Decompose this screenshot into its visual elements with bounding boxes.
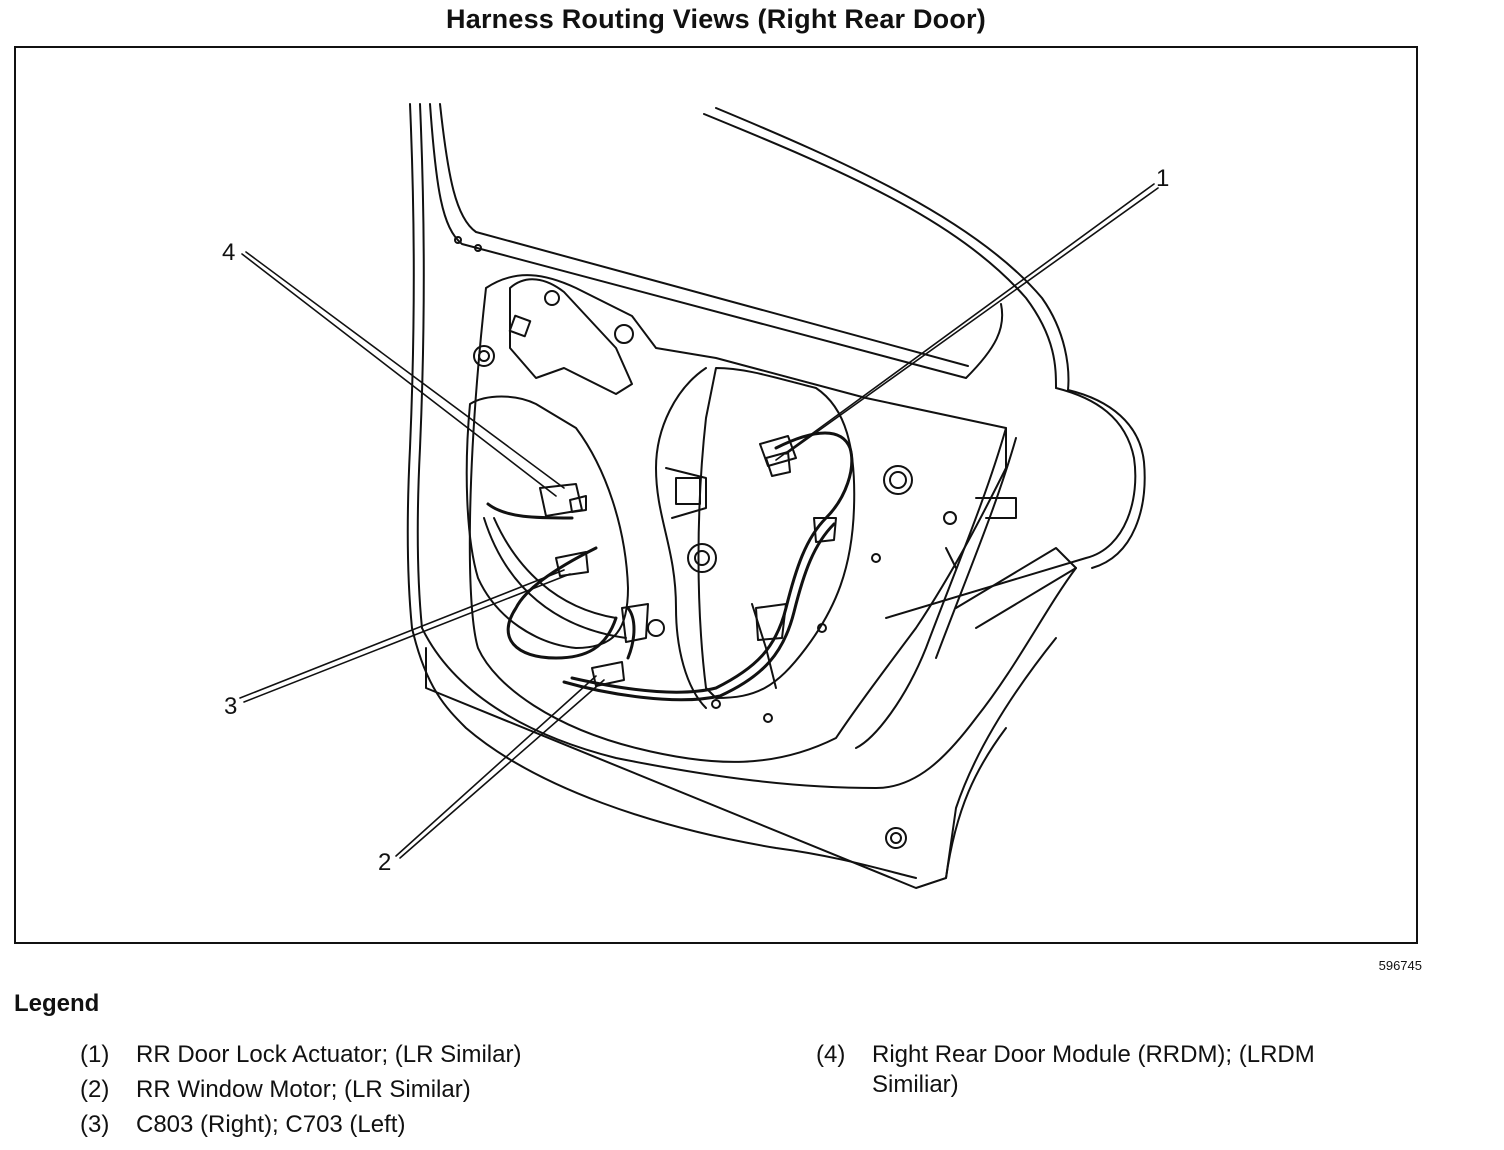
illustration-frame: 1 2 3 4 [14, 46, 1418, 944]
callout-3: 3 [224, 693, 237, 720]
figure-number: 596745 [1378, 958, 1422, 973]
legend-item-text: RR Door Lock Actuator; (LR Similar) [136, 1041, 522, 1068]
legend-item-4: (4) Right Rear Door Module (RRDM); (LRDM… [816, 1040, 1476, 1104]
legend-item-number: (3) [80, 1111, 110, 1138]
legend-item-number: (1) [80, 1041, 110, 1068]
legend-item-number: (4) [816, 1041, 846, 1068]
callout-2: 2 [378, 849, 391, 876]
callout-1: 1 [1156, 165, 1169, 192]
legend-item-number: (2) [80, 1076, 110, 1103]
legend-heading: Legend [14, 990, 100, 1017]
components [539, 435, 837, 689]
legend-item-text: Right Rear Door Module (RRDM); (LRDM [872, 1041, 1315, 1068]
rear-trim [855, 427, 1077, 749]
leader-lines [239, 183, 1159, 859]
legend-item-text: C803 (Right); C703 (Left) [136, 1111, 406, 1138]
legend-item-text: RR Window Motor; (LR Similar) [136, 1076, 471, 1103]
diagram-title: Harness Routing Views (Right Rear Door) [446, 4, 986, 34]
legend-item-text-continued: Similiar) [872, 1071, 959, 1098]
inner-door-panel [454, 236, 1007, 849]
callout-4: 4 [222, 239, 235, 266]
door-outer-frame [406, 103, 1146, 889]
legend-item-3: (3) C803 (Right); C703 (Left) [80, 1110, 720, 1142]
door-illustration: 1 2 3 4 [222, 103, 1169, 889]
legend-item-1: (1) RR Door Lock Actuator; (LR Similar) [80, 1040, 720, 1072]
legend-item-2: (2) RR Window Motor; (LR Similar) [80, 1075, 720, 1107]
